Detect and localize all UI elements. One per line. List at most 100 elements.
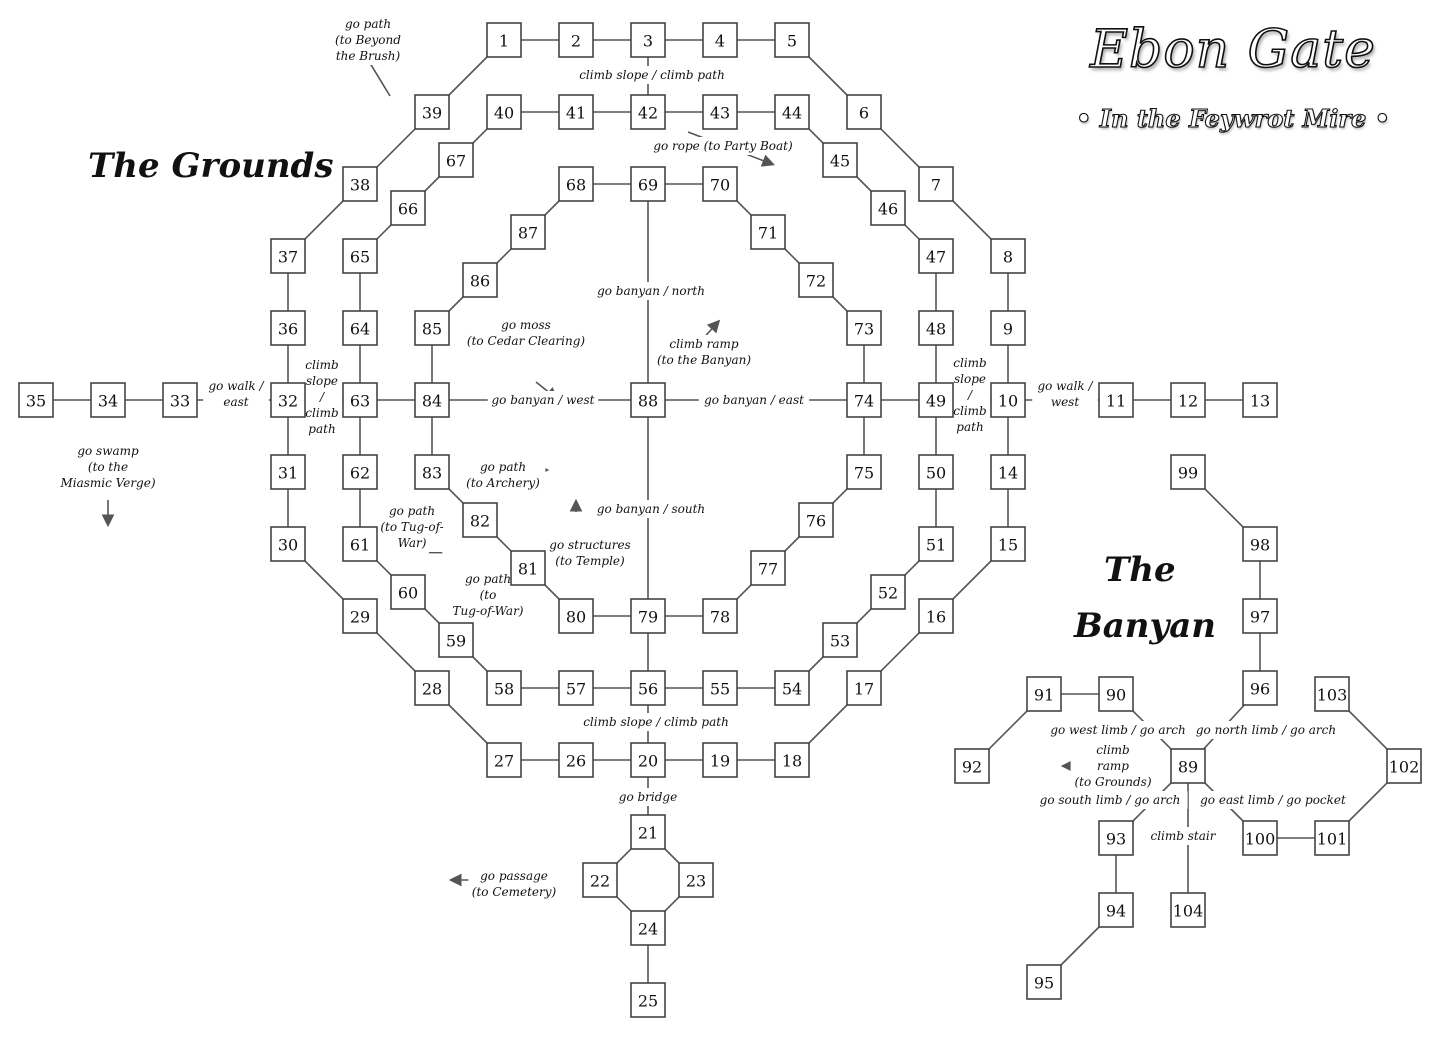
room-96[interactable]: 96 bbox=[1242, 670, 1278, 706]
room-44[interactable]: 44 bbox=[774, 94, 810, 130]
room-80[interactable]: 80 bbox=[558, 598, 594, 634]
room-23[interactable]: 23 bbox=[678, 862, 714, 898]
room-102[interactable]: 102 bbox=[1386, 748, 1422, 784]
room-71[interactable]: 71 bbox=[750, 214, 786, 250]
room-7[interactable]: 7 bbox=[918, 166, 954, 202]
room-34[interactable]: 34 bbox=[90, 382, 126, 418]
room-47[interactable]: 47 bbox=[918, 238, 954, 274]
room-49[interactable]: 49 bbox=[918, 382, 954, 418]
room-73[interactable]: 73 bbox=[846, 310, 882, 346]
room-86[interactable]: 86 bbox=[462, 262, 498, 298]
room-89[interactable]: 89 bbox=[1170, 748, 1206, 784]
room-91[interactable]: 91 bbox=[1026, 676, 1062, 712]
room-15[interactable]: 15 bbox=[990, 526, 1026, 562]
room-8[interactable]: 8 bbox=[990, 238, 1026, 274]
room-72[interactable]: 72 bbox=[798, 262, 834, 298]
room-5[interactable]: 5 bbox=[774, 22, 810, 58]
room-11[interactable]: 11 bbox=[1098, 382, 1134, 418]
room-46[interactable]: 46 bbox=[870, 190, 906, 226]
room-81[interactable]: 81 bbox=[510, 550, 546, 586]
room-69[interactable]: 69 bbox=[630, 166, 666, 202]
room-31[interactable]: 31 bbox=[270, 454, 306, 490]
room-58[interactable]: 58 bbox=[486, 670, 522, 706]
room-24[interactable]: 24 bbox=[630, 910, 666, 946]
room-88[interactable]: 88 bbox=[630, 382, 666, 418]
room-51[interactable]: 51 bbox=[918, 526, 954, 562]
room-14[interactable]: 14 bbox=[990, 454, 1026, 490]
room-87[interactable]: 87 bbox=[510, 214, 546, 250]
room-59[interactable]: 59 bbox=[438, 622, 474, 658]
room-97[interactable]: 97 bbox=[1242, 598, 1278, 634]
room-40[interactable]: 40 bbox=[486, 94, 522, 130]
room-22[interactable]: 22 bbox=[582, 862, 618, 898]
room-104[interactable]: 104 bbox=[1170, 892, 1206, 928]
room-26[interactable]: 26 bbox=[558, 742, 594, 778]
room-63[interactable]: 63 bbox=[342, 382, 378, 418]
room-84[interactable]: 84 bbox=[414, 382, 450, 418]
room-75[interactable]: 75 bbox=[846, 454, 882, 490]
room-45[interactable]: 45 bbox=[822, 142, 858, 178]
room-37[interactable]: 37 bbox=[270, 238, 306, 274]
room-43[interactable]: 43 bbox=[702, 94, 738, 130]
room-35[interactable]: 35 bbox=[18, 382, 54, 418]
room-6[interactable]: 6 bbox=[846, 94, 882, 130]
room-56[interactable]: 56 bbox=[630, 670, 666, 706]
room-39[interactable]: 39 bbox=[414, 94, 450, 130]
room-17[interactable]: 17 bbox=[846, 670, 882, 706]
room-95[interactable]: 95 bbox=[1026, 964, 1062, 1000]
room-2[interactable]: 2 bbox=[558, 22, 594, 58]
room-53[interactable]: 53 bbox=[822, 622, 858, 658]
room-30[interactable]: 30 bbox=[270, 526, 306, 562]
room-33[interactable]: 33 bbox=[162, 382, 198, 418]
room-10[interactable]: 10 bbox=[990, 382, 1026, 418]
room-18[interactable]: 18 bbox=[774, 742, 810, 778]
room-101[interactable]: 101 bbox=[1314, 820, 1350, 856]
room-54[interactable]: 54 bbox=[774, 670, 810, 706]
room-19[interactable]: 19 bbox=[702, 742, 738, 778]
room-90[interactable]: 90 bbox=[1098, 676, 1134, 712]
room-55[interactable]: 55 bbox=[702, 670, 738, 706]
room-20[interactable]: 20 bbox=[630, 742, 666, 778]
room-21[interactable]: 21 bbox=[630, 814, 666, 850]
room-74[interactable]: 74 bbox=[846, 382, 882, 418]
room-41[interactable]: 41 bbox=[558, 94, 594, 130]
room-103[interactable]: 103 bbox=[1314, 676, 1350, 712]
room-67[interactable]: 67 bbox=[438, 142, 474, 178]
room-28[interactable]: 28 bbox=[414, 670, 450, 706]
room-52[interactable]: 52 bbox=[870, 574, 906, 610]
room-25[interactable]: 25 bbox=[630, 982, 666, 1018]
room-77[interactable]: 77 bbox=[750, 550, 786, 586]
room-9[interactable]: 9 bbox=[990, 310, 1026, 346]
room-99[interactable]: 99 bbox=[1170, 454, 1206, 490]
room-42[interactable]: 42 bbox=[630, 94, 666, 130]
room-57[interactable]: 57 bbox=[558, 670, 594, 706]
room-50[interactable]: 50 bbox=[918, 454, 954, 490]
room-61[interactable]: 61 bbox=[342, 526, 378, 562]
room-68[interactable]: 68 bbox=[558, 166, 594, 202]
room-29[interactable]: 29 bbox=[342, 598, 378, 634]
room-65[interactable]: 65 bbox=[342, 238, 378, 274]
room-3[interactable]: 3 bbox=[630, 22, 666, 58]
room-98[interactable]: 98 bbox=[1242, 526, 1278, 562]
room-66[interactable]: 66 bbox=[390, 190, 426, 226]
room-4[interactable]: 4 bbox=[702, 22, 738, 58]
room-62[interactable]: 62 bbox=[342, 454, 378, 490]
room-27[interactable]: 27 bbox=[486, 742, 522, 778]
room-12[interactable]: 12 bbox=[1170, 382, 1206, 418]
room-16[interactable]: 16 bbox=[918, 598, 954, 634]
room-13[interactable]: 13 bbox=[1242, 382, 1278, 418]
room-1[interactable]: 1 bbox=[486, 22, 522, 58]
room-83[interactable]: 83 bbox=[414, 454, 450, 490]
room-85[interactable]: 85 bbox=[414, 310, 450, 346]
room-94[interactable]: 94 bbox=[1098, 892, 1134, 928]
room-100[interactable]: 100 bbox=[1242, 820, 1278, 856]
room-78[interactable]: 78 bbox=[702, 598, 738, 634]
room-93[interactable]: 93 bbox=[1098, 820, 1134, 856]
room-79[interactable]: 79 bbox=[630, 598, 666, 634]
room-70[interactable]: 70 bbox=[702, 166, 738, 202]
room-82[interactable]: 82 bbox=[462, 502, 498, 538]
room-92[interactable]: 92 bbox=[954, 748, 990, 784]
room-76[interactable]: 76 bbox=[798, 502, 834, 538]
room-32[interactable]: 32 bbox=[270, 382, 306, 418]
room-60[interactable]: 60 bbox=[390, 574, 426, 610]
